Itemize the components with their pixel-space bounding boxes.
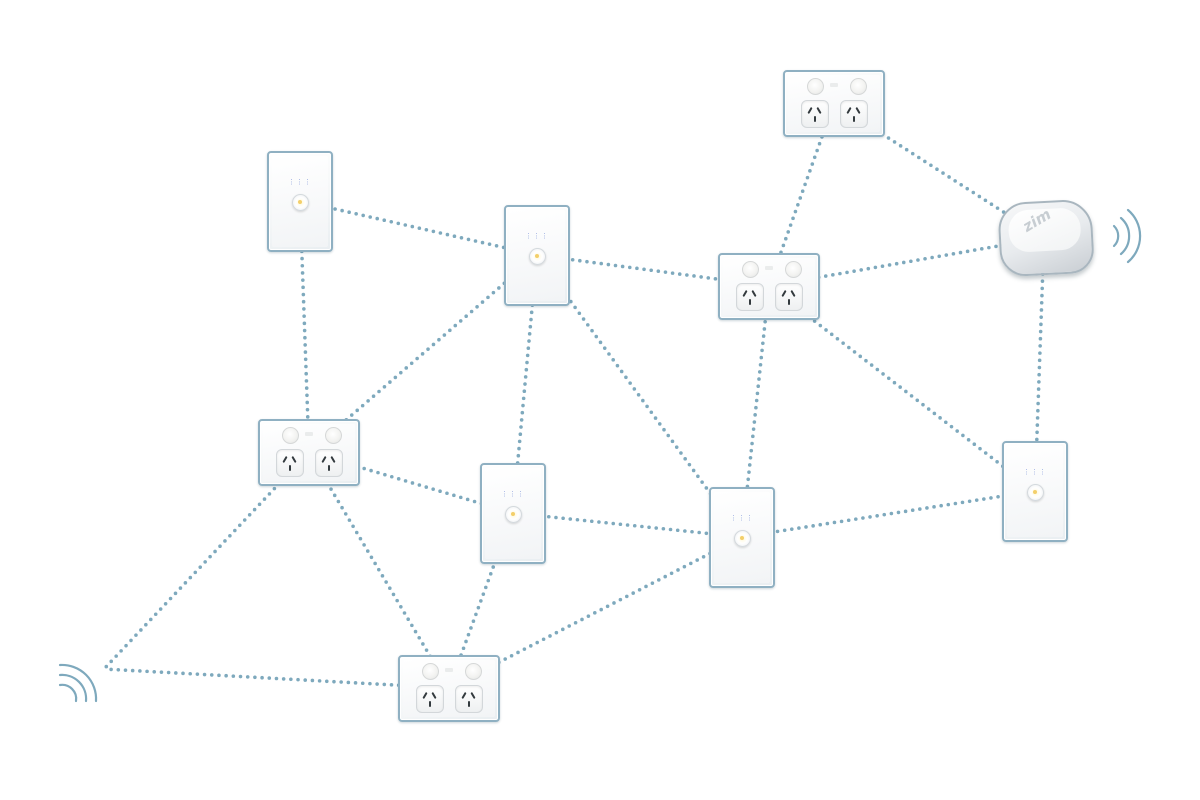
mesh-link-switch-3-switch-4 bbox=[511, 511, 744, 539]
outlet-switch-icon bbox=[784, 261, 802, 278]
outlet-switch-icon bbox=[324, 427, 342, 444]
switch-button-icon bbox=[505, 505, 522, 523]
outlet-switch-icon bbox=[421, 663, 439, 680]
socket-icon bbox=[735, 283, 764, 311]
switch-4: ⋮⋮⋮ bbox=[709, 487, 775, 588]
mesh-link-switch-3-outlet-4 bbox=[447, 511, 515, 690]
mesh-link-outlet-4-wifi-left bbox=[102, 667, 451, 690]
socket-icon bbox=[800, 100, 829, 128]
switch-1: ⋮⋮⋮ bbox=[267, 151, 333, 252]
socket-icon bbox=[275, 449, 304, 477]
mesh-link-switch-4-switch-5 bbox=[740, 489, 1037, 539]
socket-icon bbox=[454, 685, 483, 713]
socket-icon bbox=[314, 449, 343, 477]
outlet-switch-icon bbox=[849, 78, 867, 95]
mesh-link-switch-1-switch-2 bbox=[298, 199, 539, 257]
wifi-signal-right-icon bbox=[1112, 208, 1142, 264]
outlet-1 bbox=[783, 70, 885, 137]
outlet-4 bbox=[398, 655, 500, 722]
switch-dots-icon: ⋮⋮⋮ bbox=[501, 490, 525, 499]
switch-dots-icon: ⋮⋮⋮ bbox=[730, 514, 754, 523]
switch-button-icon bbox=[734, 529, 751, 547]
hub-device: zim bbox=[995, 195, 1095, 280]
outlet-3 bbox=[258, 419, 360, 486]
switch-dots-icon: ⋮⋮⋮ bbox=[1023, 468, 1047, 477]
wifi-signal-left-icon bbox=[58, 663, 98, 703]
outlet-switch-icon bbox=[806, 78, 824, 95]
outlet-switch-icon bbox=[741, 261, 759, 278]
socket-icon bbox=[415, 685, 444, 713]
mesh-link-hub-switch-5 bbox=[1033, 236, 1046, 493]
mesh-link-outlet-3-outlet-4 bbox=[307, 450, 451, 690]
switch-button-icon bbox=[292, 193, 309, 211]
switch-5: ⋮⋮⋮ bbox=[1002, 441, 1068, 542]
socket-icon bbox=[774, 283, 803, 311]
switch-dots-icon: ⋮⋮⋮ bbox=[288, 178, 312, 187]
switch-button-icon bbox=[1027, 483, 1044, 501]
mesh-link-switch-2-switch-4 bbox=[535, 253, 744, 539]
mesh-link-outlet-3-wifi-left bbox=[102, 450, 311, 671]
outlet-switch-icon bbox=[281, 427, 299, 444]
switch-3: ⋮⋮⋮ bbox=[480, 463, 546, 564]
socket-icon bbox=[839, 100, 868, 128]
mesh-link-outlet-2-switch-5 bbox=[767, 284, 1037, 493]
outlet-switch-icon bbox=[464, 663, 482, 680]
outlet-2 bbox=[718, 253, 820, 320]
switch-dots-icon: ⋮⋮⋮ bbox=[525, 232, 549, 241]
switch-button-icon bbox=[529, 247, 546, 265]
switch-2: ⋮⋮⋮ bbox=[504, 205, 570, 306]
